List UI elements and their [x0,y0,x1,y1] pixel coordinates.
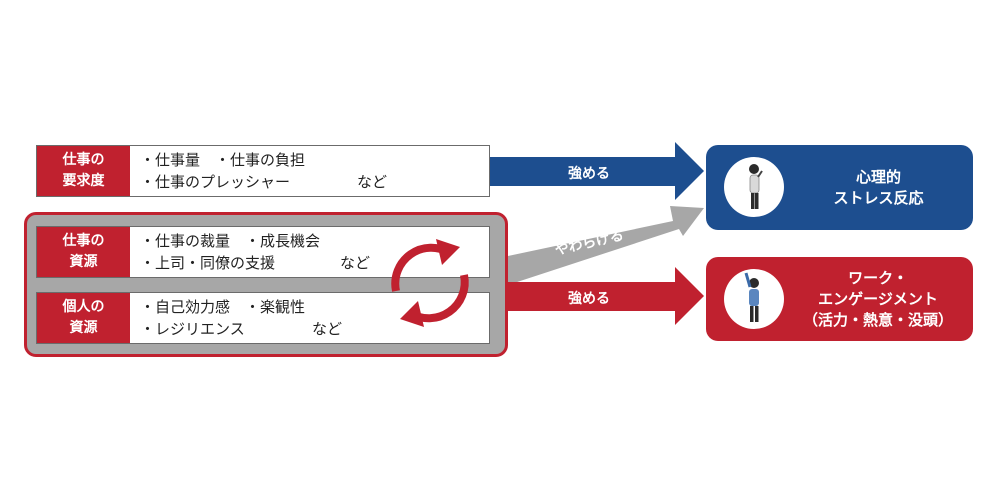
strengthen-arrow-blue [490,142,704,200]
job-demands-label-line2: 要求度 [62,173,105,189]
strengthen-label-top: 強める [568,166,610,182]
job-demands-line2: ・仕事のプレッシャー [140,173,291,191]
cycle-arrows-icon [391,239,469,327]
engagement-line1: ワーク・ [848,268,908,287]
engagement-text: ワーク・ エンゲージメント （活力・熱意・没頭） [788,257,968,341]
stressed-person-icon [749,164,763,209]
job-resources-label-line2: 資源 [69,254,98,270]
job-resources-label: 仕事の 資源 [37,227,130,277]
job-demands-line1: ・仕事量 ・仕事の負担 [140,151,306,169]
engagement-icon-circle [724,269,784,329]
stress-reaction-text: 心理的 ストレス反応 [801,145,956,230]
job-demands-nado: など [357,173,388,191]
stress-icon-circle [724,157,784,217]
job-resources-nado: など [340,254,371,272]
job-resources-line2: ・上司・同僚の支援 [140,254,276,272]
job-demands-items: ・仕事量 ・仕事の負担 ・仕事のプレッシャー [140,146,305,196]
cycle-arrowhead-bottom [400,301,424,327]
job-demands-box: 仕事の 要求度 ・仕事量 ・仕事の負担 ・仕事のプレッシャー など [36,145,490,197]
strengthen-label-bottom: 強める [568,291,610,307]
personal-resources-line1: ・自己効力感 ・楽観性 [140,298,306,316]
job-demands-label-line1: 仕事の [62,152,105,168]
personal-resources-line2: ・レジリエンス [140,320,245,338]
engagement-line3: （活力・熱意・没頭） [802,310,953,329]
job-demands-label: 仕事の 要求度 [37,146,130,196]
stress-line1: 心理的 [855,167,901,186]
personal-resources-items: ・自己効力感 ・楽観性 ・レジリエンス [140,293,305,343]
job-resources-line1: ・仕事の裁量 ・成長機会 [140,232,321,250]
engagement-line2: エンゲージメント [818,289,938,308]
personal-resources-nado: など [312,320,343,338]
stress-reaction-box: 心理的 ストレス反応 [706,145,973,230]
work-engagement-box: ワーク・ エンゲージメント （活力・熱意・没頭） [706,257,973,341]
personal-resources-label-line1: 個人の [62,299,105,315]
energetic-person-icon [744,272,759,322]
cycle-arrowhead-top [436,239,460,265]
job-resources-items: ・仕事の裁量 ・成長機会 ・上司・同僚の支援 [140,227,320,277]
strengthen-arrow-red [508,267,704,325]
personal-resources-label: 個人の 資源 [37,293,130,343]
soften-arrow-gray [508,206,704,285]
job-resources-label-line1: 仕事の [62,233,105,249]
personal-resources-label-line2: 資源 [69,320,98,336]
stress-line2: ストレス反応 [833,188,924,207]
